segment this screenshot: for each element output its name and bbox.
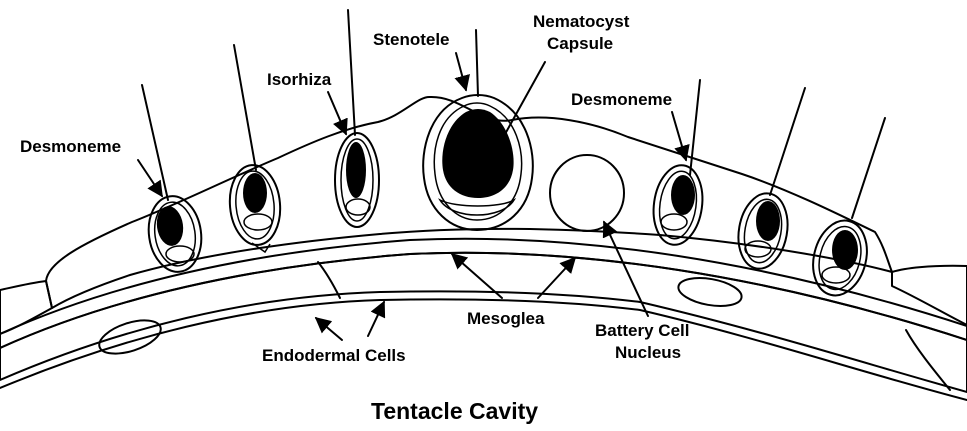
label-endodermal-cells: Endodermal Cells	[262, 346, 406, 365]
arrow-desmoneme-left	[138, 160, 162, 196]
label-capsule: Capsule	[547, 34, 613, 53]
battery-cell-nucleus	[550, 155, 624, 231]
desmoneme-nematocyst-5	[806, 118, 885, 301]
label-desmoneme-left: Desmoneme	[20, 137, 121, 156]
cnidocil	[348, 10, 355, 135]
arrow-stenotele	[456, 53, 466, 90]
labels: Nematocyst Capsule Stenotele Isorhiza De…	[20, 12, 689, 424]
arrow-mesoglea-right	[538, 258, 575, 298]
cnidocil	[234, 45, 256, 170]
cnidocil	[142, 85, 168, 200]
cnidocil	[852, 118, 885, 218]
left-epidermal-cell	[0, 281, 52, 334]
arrow-battery-cell-nucleus	[604, 222, 648, 316]
label-nematocyst: Nematocyst	[533, 12, 630, 31]
arrow-endodermal-left	[316, 318, 342, 340]
endodermal-cell-wall-left	[318, 262, 340, 298]
label-stenotele: Stenotele	[373, 30, 450, 49]
arrow-isorhiza	[328, 92, 346, 134]
label-desmoneme-right: Desmoneme	[571, 90, 672, 109]
label-mesoglea: Mesoglea	[467, 309, 545, 328]
cnidocil	[476, 30, 478, 96]
nematocysts	[142, 10, 885, 301]
label-nucleus: Nucleus	[615, 343, 681, 362]
endodermal-cell-nucleus-left	[95, 314, 165, 360]
label-battery-cell: Battery Cell	[595, 321, 689, 340]
stenotele-nematocyst	[423, 30, 533, 230]
mesoglea-layer	[0, 239, 967, 348]
mesoglea-band	[0, 239, 967, 348]
label-isorhiza: Isorhiza	[267, 70, 332, 89]
label-tentacle-cavity: Tentacle Cavity	[371, 398, 538, 424]
arrow-endodermal-right	[368, 302, 384, 336]
cnidocil	[770, 88, 805, 195]
right-epidermal-cell	[892, 266, 967, 325]
